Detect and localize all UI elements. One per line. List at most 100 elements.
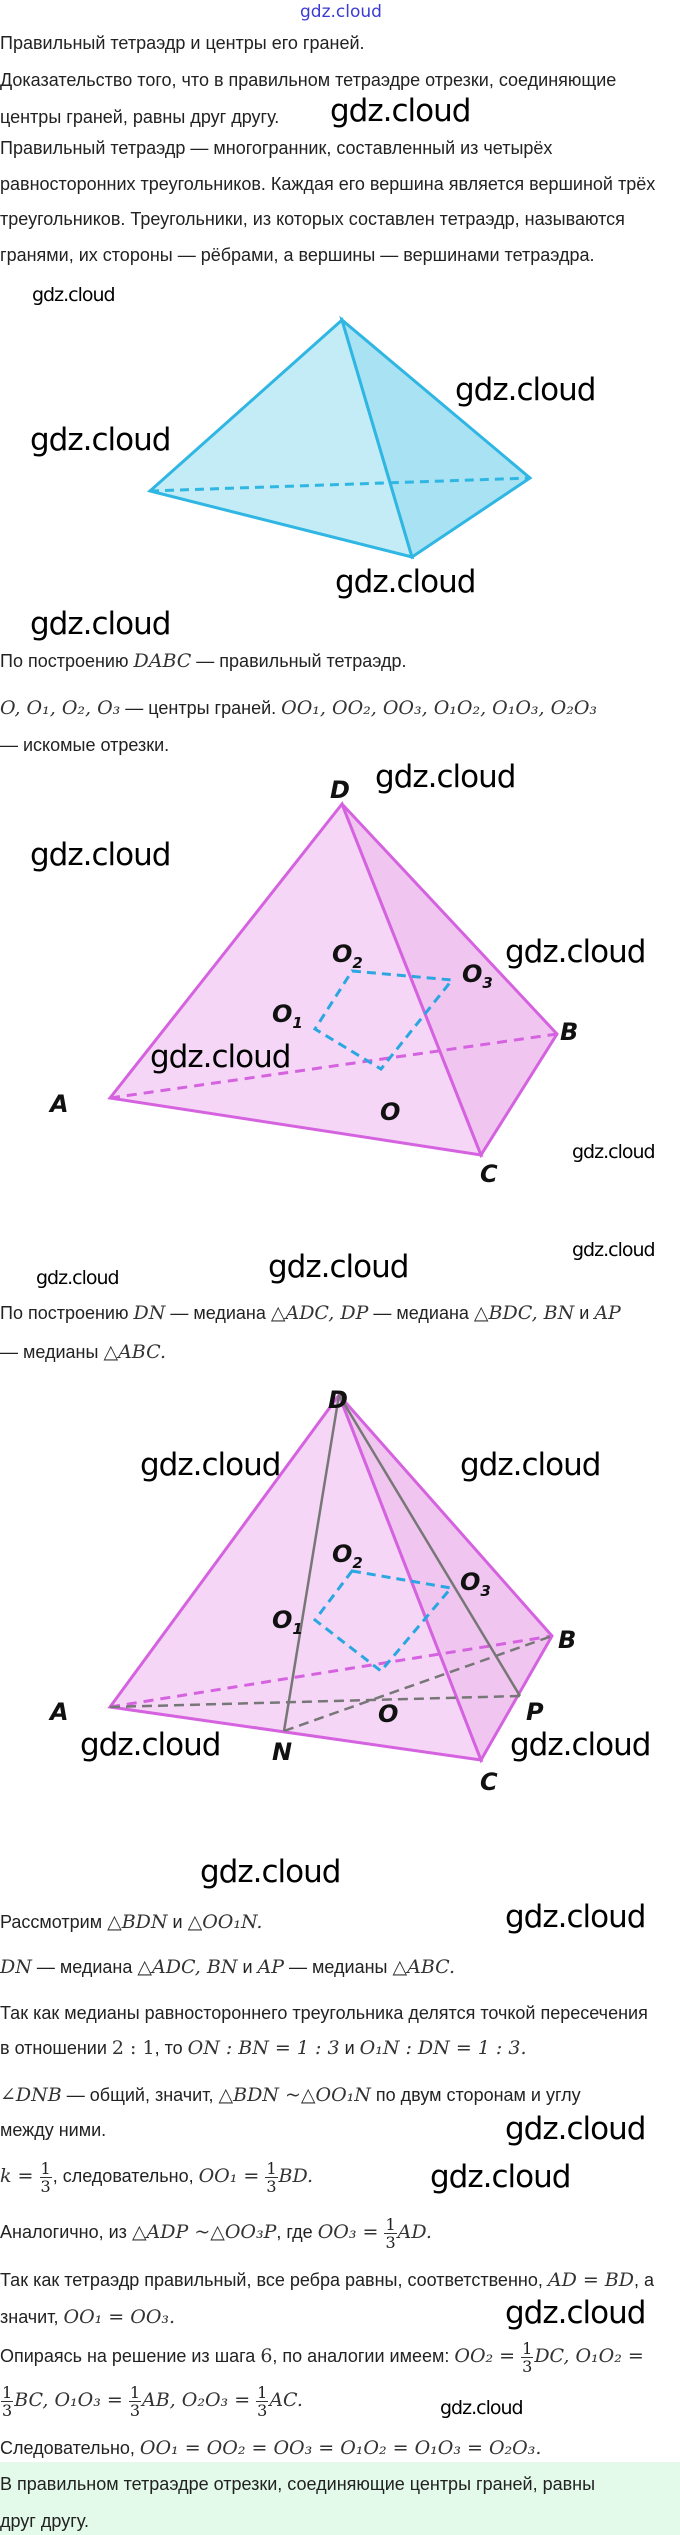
watermark: gdz.cloud — [505, 2295, 646, 2331]
watermark: gdz.cloud — [30, 837, 171, 873]
watermark: gdz.cloud — [200, 1854, 341, 1890]
math: O₁N : DN = 1 : 3. — [359, 2037, 527, 2059]
step2-line-2: O, O₁, O₂, O₃ — центры граней. OO₁, OO₂,… — [0, 697, 597, 719]
watermark: gdz.cloud — [510, 1727, 651, 1763]
text: — медиана — [165, 1303, 271, 1323]
task-title: Правильный тетраэдр и центры его граней. — [0, 33, 365, 53]
watermark: gdz.cloud — [572, 1239, 656, 1261]
watermark: gdz.cloud — [32, 284, 116, 306]
centers-quad — [312, 1569, 454, 1674]
math: △BDC, BN — [473, 1302, 575, 1324]
text: — правильный тетраэдр. — [191, 651, 407, 671]
label-a: A — [48, 1090, 69, 1118]
tetra1-hidden-edge — [149, 476, 531, 493]
watermark: gdz.cloud — [505, 934, 646, 970]
label-n: N — [272, 1738, 292, 1766]
label-d: D — [328, 1386, 348, 1414]
math: △BDN ~△OO₁N — [218, 2084, 371, 2106]
text: и — [167, 1912, 188, 1932]
math: OO₁ = — [198, 2165, 260, 2187]
watermark: gdz.cloud — [30, 606, 171, 642]
watermark: gdz.cloud — [140, 1447, 281, 1483]
step5-line-3: значит, OO₁ = OO₃. — [0, 2306, 175, 2328]
tetrahedron-figure-3: D A B C O N P O1 O2 O3 — [48, 1386, 576, 1796]
math: ∠DNB — [0, 2084, 62, 2106]
text: По построению — [0, 1303, 134, 1323]
text: по двум сторонам и углу — [370, 2085, 581, 2105]
median-dn — [282, 1394, 341, 1732]
label-p: P — [526, 1698, 544, 1726]
label-o: O — [378, 1700, 398, 1728]
math: ON : BN = 1 : 3 — [187, 2037, 340, 2059]
tetra1-face-right — [339, 315, 533, 560]
step5-line-4: Опираясь на решение из шага 6, по аналог… — [0, 2336, 644, 2376]
text: — медианы — [284, 1957, 393, 1977]
text: — общий, значит, — [61, 2085, 219, 2105]
label-o1: O1 — [272, 1606, 303, 1638]
math: DN — [133, 1302, 166, 1324]
math: 2 : 1 — [111, 2037, 155, 2059]
label-o1: O1 — [272, 1000, 303, 1032]
watermark: gdz.cloud — [30, 422, 171, 458]
step4-line-4: в отношении 2 : 1, то ON : BN = 1 : 3 и … — [0, 2037, 526, 2059]
math: △ADC, BN — [137, 1956, 238, 1978]
step2-line-1: По построению DABC — правильный тетраэдр… — [0, 650, 407, 672]
text: , где — [276, 2222, 318, 2242]
math: 6 — [260, 2345, 273, 2367]
text: , то — [154, 2038, 188, 2058]
text: значит, — [0, 2307, 64, 2327]
watermark: gdz.cloud — [505, 1899, 646, 1935]
text: — медиана — [31, 1957, 138, 1977]
step4-line-1: Рассмотрим △BDN и △OO₁N. — [0, 1911, 262, 1933]
math: AD. — [397, 2221, 432, 2243]
math: △ADC, DP — [270, 1302, 369, 1324]
step4-line-3: Так как медианы равностороннего треуголь… — [0, 2003, 648, 2023]
math: AP — [594, 1302, 621, 1324]
math: AC. — [269, 2389, 303, 2411]
definition-4: гранями, их стороны — рёбрами, а вершины… — [0, 245, 595, 265]
math-segments: OO₁, OO₂, OO₃, O₁O₂, O₁O₃, O₂O₃ — [281, 697, 598, 719]
math: OO₂ = — [454, 2345, 516, 2367]
text: и — [339, 2038, 360, 2058]
watermark: gdz.cloud — [455, 372, 596, 408]
tetra2-hidden-edge — [109, 1032, 558, 1100]
text: , по аналогии имеем: — [272, 2346, 455, 2366]
math: AB, O₂O₃ = — [142, 2389, 251, 2411]
step3-line-2: — медианы △ABC. — [0, 1341, 166, 1363]
step2-line-3: — искомые отрезки. — [0, 735, 170, 755]
label-d: D — [330, 776, 350, 804]
label-b: B — [558, 1626, 576, 1654]
math: BD. — [278, 2165, 314, 2187]
watermark: gdz.cloud — [430, 2159, 571, 2195]
text: Следовательно, — [0, 2438, 140, 2458]
step5-line-2: Так как тетраэдр правильный, все ребра р… — [0, 2269, 654, 2291]
watermark: gdz.cloud — [36, 1267, 120, 1289]
math-centers: O, O₁, O₂, O₃ — [0, 697, 121, 719]
math: △ADP ~△OO₃P — [131, 2221, 277, 2243]
label-a: A — [48, 1698, 69, 1726]
math: DN — [0, 1956, 32, 1978]
tetrahedron-figure-2: D A B C O O1 O2 O3 — [48, 776, 578, 1188]
label-o: O — [380, 1098, 400, 1126]
label-o3: O3 — [462, 960, 493, 992]
text: Рассмотрим — [0, 1912, 108, 1932]
definition-2: равносторонних треугольников. Каждая его… — [0, 174, 656, 194]
text: и — [237, 1957, 258, 1977]
math: △ABC. — [103, 1341, 167, 1363]
median-ap — [109, 1694, 521, 1709]
definition-1: Правильный тетраэдр — многогранник, сост… — [0, 138, 553, 158]
watermark: gdz.cloud — [335, 564, 476, 600]
watermark: gdz.cloud — [572, 1141, 656, 1163]
math: △ABC. — [392, 1956, 456, 1978]
math-dabc: DABC — [133, 650, 192, 672]
watermark: gdz.cloud — [330, 93, 471, 129]
task-text-1: Доказательство того, что в правильном те… — [0, 70, 617, 90]
step5-line-6: Следовательно, OO₁ = OO₂ = OO₃ = O₁O₂ = … — [0, 2437, 541, 2459]
watermark: gdz.cloud — [150, 1039, 291, 1075]
